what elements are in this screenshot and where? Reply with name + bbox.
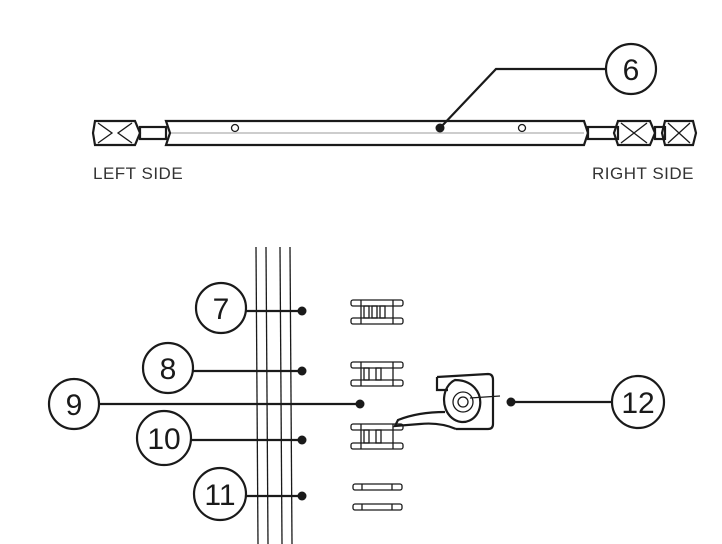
- callout-9: 9: [47, 377, 101, 431]
- right-side-label: RIGHT SIDE: [592, 164, 694, 183]
- callout-dot-10: [297, 435, 307, 445]
- callout-8-number: 8: [160, 353, 177, 386]
- callout-7: 7: [194, 281, 248, 335]
- callout-6: 6: [604, 42, 658, 96]
- callout-6-number: 6: [623, 54, 640, 87]
- callout-7-number: 7: [213, 293, 230, 326]
- hardware-part-7: [350, 299, 404, 325]
- leader-line-6: [439, 67, 606, 129]
- shaft-part-6: [91, 119, 698, 147]
- bracket-part-12: [393, 372, 501, 431]
- callout-9-number: 9: [66, 389, 83, 422]
- callout-dot-8: [297, 366, 307, 376]
- callout-dot-9: [355, 399, 365, 409]
- callout-11: 11: [192, 466, 248, 522]
- callout-10: 10: [135, 409, 193, 467]
- callout-11-number: 11: [204, 479, 235, 512]
- hardware-part-10: [350, 423, 404, 450]
- callout-dot-7: [297, 306, 307, 316]
- hardware-part-11: [352, 483, 403, 511]
- callout-dot-11: [297, 491, 307, 501]
- callout-12-number: 12: [621, 387, 654, 420]
- callout-8: 8: [141, 341, 195, 395]
- callout-12: 12: [610, 374, 666, 430]
- hardware-part-8: [350, 361, 404, 387]
- left-side-label: LEFT SIDE: [93, 164, 184, 183]
- frame-posts: [255, 246, 293, 544]
- callout-10-number: 10: [147, 423, 180, 456]
